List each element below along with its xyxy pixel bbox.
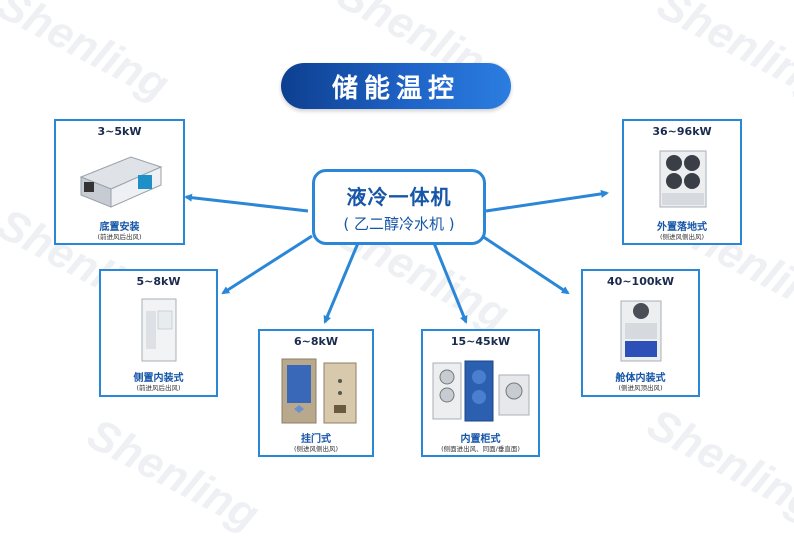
- card-outdoor-floor: 36~96kW 外置落地式 (侧进风侧出风): [622, 119, 742, 245]
- center-subtitle: ( 乙二醇冷水机 ): [343, 214, 455, 233]
- card-name: 舱体内装式: [615, 373, 666, 384]
- center-title: 液冷一体机: [346, 184, 452, 209]
- card-name: 底置安装: [99, 222, 140, 233]
- card-note: (前进风后出风): [136, 384, 181, 392]
- card-power: 15~45kW: [450, 335, 511, 348]
- product-image: [281, 358, 357, 424]
- arrow-to-card-2: [221, 234, 313, 295]
- arrow-to-card-3: [323, 242, 360, 324]
- arrow-to-card-1: [184, 193, 309, 213]
- title-pill: 储能温控: [281, 63, 511, 109]
- card-note: (侧进风侧出风): [659, 233, 705, 241]
- center-unit-box: 液冷一体机 ( 乙二醇冷水机 ): [312, 169, 486, 245]
- card-note: (侧进风侧出风): [293, 445, 339, 453]
- card-note: (侧面进出风、同面/垂直面): [441, 445, 520, 453]
- product-image: [432, 360, 530, 422]
- card-note: (前进风后出风): [97, 233, 142, 241]
- card-door-mounted: 6~8kW 挂门式 (侧进风侧出风): [258, 329, 374, 457]
- card-power: 5~8kW: [136, 275, 181, 288]
- page-title: 储能温控: [331, 73, 460, 104]
- card-cabinet-built-in: 15~45kW 内置柜式 (侧面进出风、同面/垂直面): [421, 329, 540, 457]
- card-name: 内置柜式: [460, 434, 501, 445]
- product-image: [620, 300, 662, 362]
- card-power: 40~100kW: [607, 275, 674, 288]
- card-name: 侧置内装式: [133, 373, 184, 384]
- card-cabin-built-in: 40~100kW 舱体内装式 (侧进风顶出风): [581, 269, 700, 397]
- product-image: [141, 298, 177, 362]
- arrow-to-card-6: [485, 189, 609, 213]
- card-power: 3~5kW: [97, 125, 142, 138]
- card-power: 6~8kW: [294, 335, 338, 348]
- connector-arrows: [184, 189, 609, 324]
- product-image: [659, 150, 707, 208]
- card-power: 36~96kW: [652, 125, 712, 138]
- card-note: (侧进风顶出风): [618, 384, 663, 392]
- arrow-to-card-4: [432, 242, 468, 324]
- product-image: [79, 156, 163, 208]
- card-bottom-mounted: 3~5kW 底置安装 (前进风后出风): [54, 119, 185, 245]
- card-name: 外置落地式: [657, 222, 707, 233]
- card-name: 挂门式: [301, 434, 331, 445]
- card-side-mounted: 5~8kW 侧置内装式 (前进风后出风): [99, 269, 218, 397]
- arrow-to-card-5: [481, 234, 570, 295]
